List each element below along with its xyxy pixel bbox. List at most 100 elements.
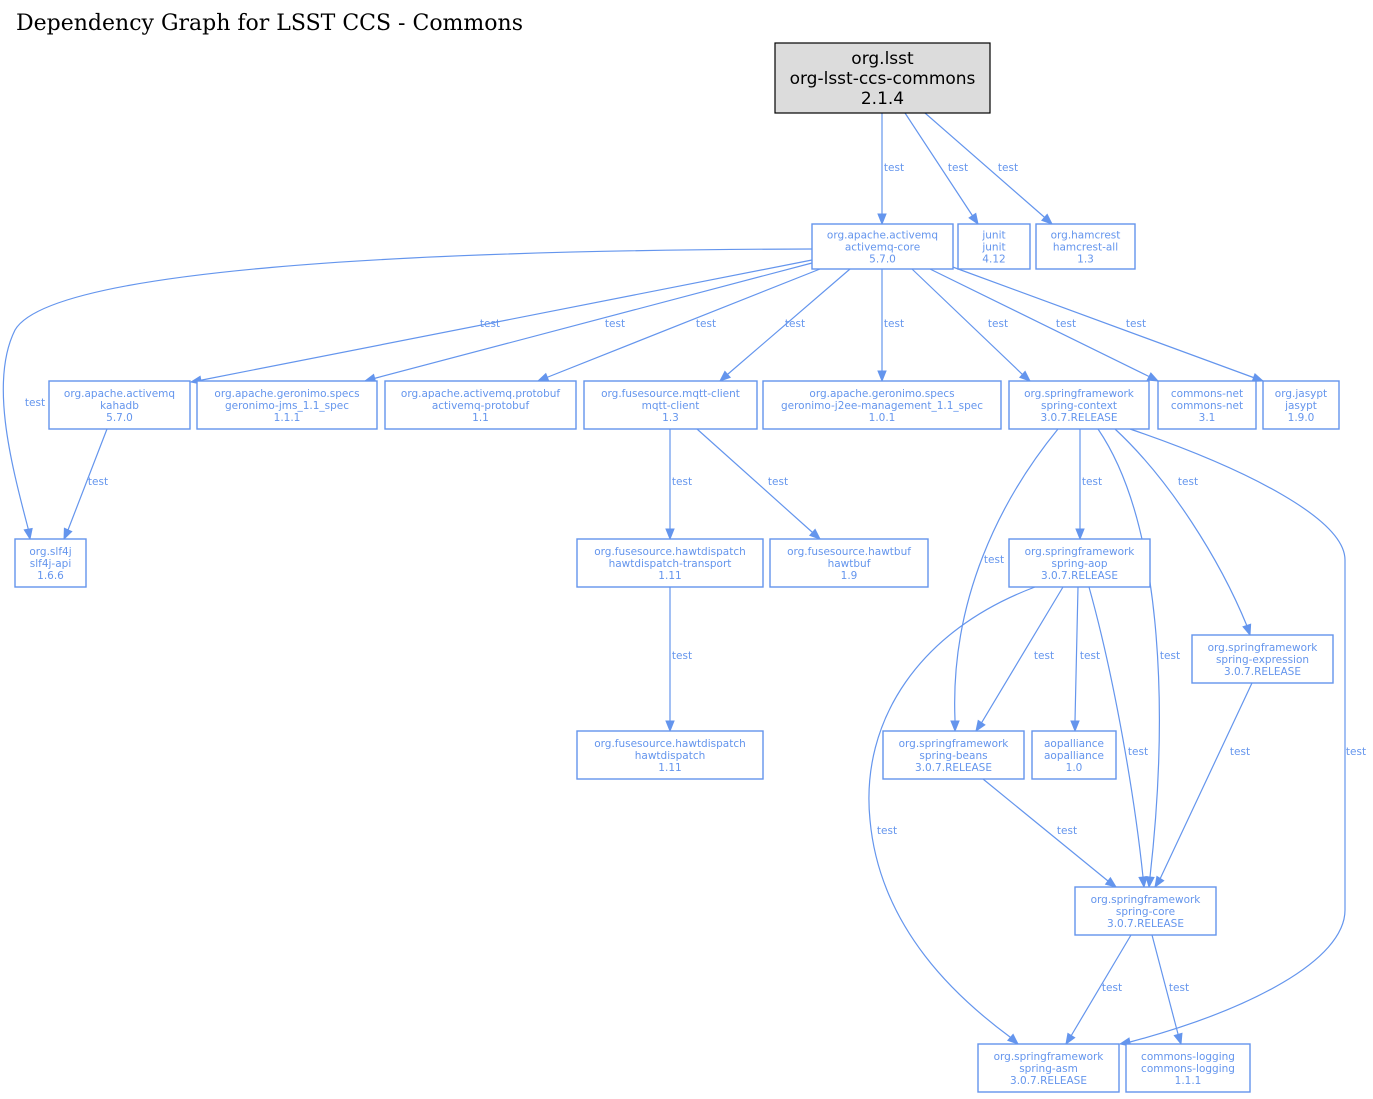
node-version-label: 1.0 <box>1066 762 1083 774</box>
node-group-label: org.fusesource.mqtt-client <box>601 388 740 400</box>
node-group-label: org.fusesource.hawtbuf <box>787 546 911 558</box>
node-version-label: 1.0.1 <box>869 412 896 424</box>
edge-activemq-core-to-slf4j-api: test <box>2 248 813 541</box>
edge-line <box>190 259 813 383</box>
edge-label: test <box>1346 746 1366 758</box>
edge-label: test <box>1057 825 1077 837</box>
node-geronimo-jms[interactable]: org.apache.geronimo.specsgeronimo-jms_1.… <box>196 380 378 430</box>
edge-label: test <box>1169 982 1189 994</box>
edge-label: test <box>1080 650 1100 662</box>
arrowhead-icon <box>1104 876 1118 888</box>
node-artifact-label: spring-aop <box>1051 558 1107 570</box>
node-box <box>1031 730 1117 780</box>
node-version-label: 2.1.4 <box>861 89 904 109</box>
arrowhead-icon <box>718 370 732 382</box>
arrowhead-icon <box>1070 720 1080 733</box>
node-group-label: org.springframework <box>1024 388 1135 400</box>
arrowhead-icon <box>665 528 675 541</box>
arrowhead-icon <box>1251 372 1265 382</box>
edge-label: test <box>785 318 805 330</box>
node-artifact-label: geronimo-j2ee-management_1.1_spec <box>781 400 983 412</box>
edge-label: test <box>1178 476 1198 488</box>
node-hawtdispatch-transport[interactable]: org.fusesource.hawtdispatchhawtdispatch-… <box>576 538 764 588</box>
arrowhead-icon <box>975 719 986 733</box>
node-spring-aop[interactable]: org.springframeworkspring-aop3.0.7.RELEA… <box>1008 538 1151 588</box>
edge-line <box>2 248 813 540</box>
node-artifact-label: hawtdispatch-transport <box>609 558 732 570</box>
edges-layer: test test test test test test test test test test… <box>2 112 1366 1047</box>
node-artifact-label: hawtdispatch <box>635 750 706 762</box>
node-version-label: 3.0.7.RELEASE <box>915 762 992 774</box>
node-box <box>1157 380 1257 430</box>
node-version-label: 1.9 <box>841 570 858 582</box>
node-artifact-label: geronimo-jms_1.1_spec <box>225 400 349 412</box>
node-version-label: 1.9.0 <box>1288 412 1315 424</box>
node-spring-expression[interactable]: org.springframeworkspring-expression3.0.… <box>1191 634 1334 684</box>
node-group-label: org.jasypt <box>1275 388 1327 400</box>
node-version-label: 1.1.1 <box>1175 1075 1202 1087</box>
edge-spring-context-to-spring-asm: test <box>1118 428 1366 1047</box>
edge-line <box>1097 428 1160 888</box>
arrowhead-icon <box>1075 528 1085 541</box>
node-group-label: commons-logging <box>1141 1051 1235 1063</box>
edge-line <box>364 262 813 382</box>
node-spring-context[interactable]: org.springframeworkspring-context3.0.7.R… <box>1008 380 1150 430</box>
node-box <box>957 223 1031 270</box>
node-box <box>583 380 758 430</box>
node-box <box>882 730 1025 780</box>
edge-line <box>924 112 1053 225</box>
edge-line <box>982 778 1117 888</box>
arrowhead-icon <box>808 528 822 540</box>
node-artifact-label: jasypt <box>1284 400 1317 412</box>
node-version-label: 1.11 <box>658 570 681 582</box>
arrowhead-icon <box>1154 875 1165 889</box>
edge-label: test <box>1102 982 1122 994</box>
edge-mqtt-client-to-hawtbuf: test <box>696 428 822 540</box>
edge-line <box>696 428 821 540</box>
node-box <box>48 380 191 430</box>
edge-label: test <box>480 318 500 330</box>
arrowhead-icon <box>536 372 550 382</box>
node-version-label: 5.7.0 <box>106 412 133 424</box>
node-spring-beans[interactable]: org.springframeworkspring-beans3.0.7.REL… <box>882 730 1025 780</box>
edge-label: test <box>884 318 904 330</box>
edge-label: test <box>768 476 788 488</box>
node-version-label: 3.0.7.RELEASE <box>1107 918 1184 930</box>
node-version-label: 3.0.7.RELEASE <box>1224 666 1301 678</box>
edge-activemq-core-to-commons-net: test <box>929 268 1160 382</box>
node-box <box>1074 886 1217 936</box>
node-group-label: org.apache.activemq.protobuf <box>401 388 561 400</box>
node-group-label: org.fusesource.hawtdispatch <box>594 546 746 558</box>
node-box <box>576 730 764 780</box>
node-box <box>1008 538 1151 588</box>
node-geronimo-j2ee[interactable]: org.apache.geronimo.specsgeronimo-j2ee-m… <box>762 380 1002 430</box>
node-version-label: 1.11 <box>658 762 681 774</box>
node-spring-asm[interactable]: org.springframeworkspring-asm3.0.7.RELEA… <box>977 1043 1120 1093</box>
node-spring-core[interactable]: org.springframeworkspring-core3.0.7.RELE… <box>1074 886 1217 936</box>
node-version-label: 5.7.0 <box>869 254 896 266</box>
node-version-label: 4.12 <box>982 254 1005 266</box>
node-group-label: org.lsst <box>851 49 914 69</box>
graph-title: Dependency Graph for LSST CCS - Commons <box>16 11 523 36</box>
edge-root-to-junit: test <box>904 112 979 226</box>
edge-label: test <box>1230 746 1250 758</box>
node-activemq-protobuf[interactable]: org.apache.activemq.protobufactivemq-pro… <box>384 380 577 430</box>
edge-spring-context-to-spring-core: test <box>1097 428 1180 889</box>
node-version-label: 1.1 <box>472 412 489 424</box>
arrowhead-icon <box>968 212 979 226</box>
node-hawtdispatch[interactable]: org.fusesource.hawtdispatchhawtdispatch1… <box>576 730 764 780</box>
edge-label: test <box>1128 746 1148 758</box>
